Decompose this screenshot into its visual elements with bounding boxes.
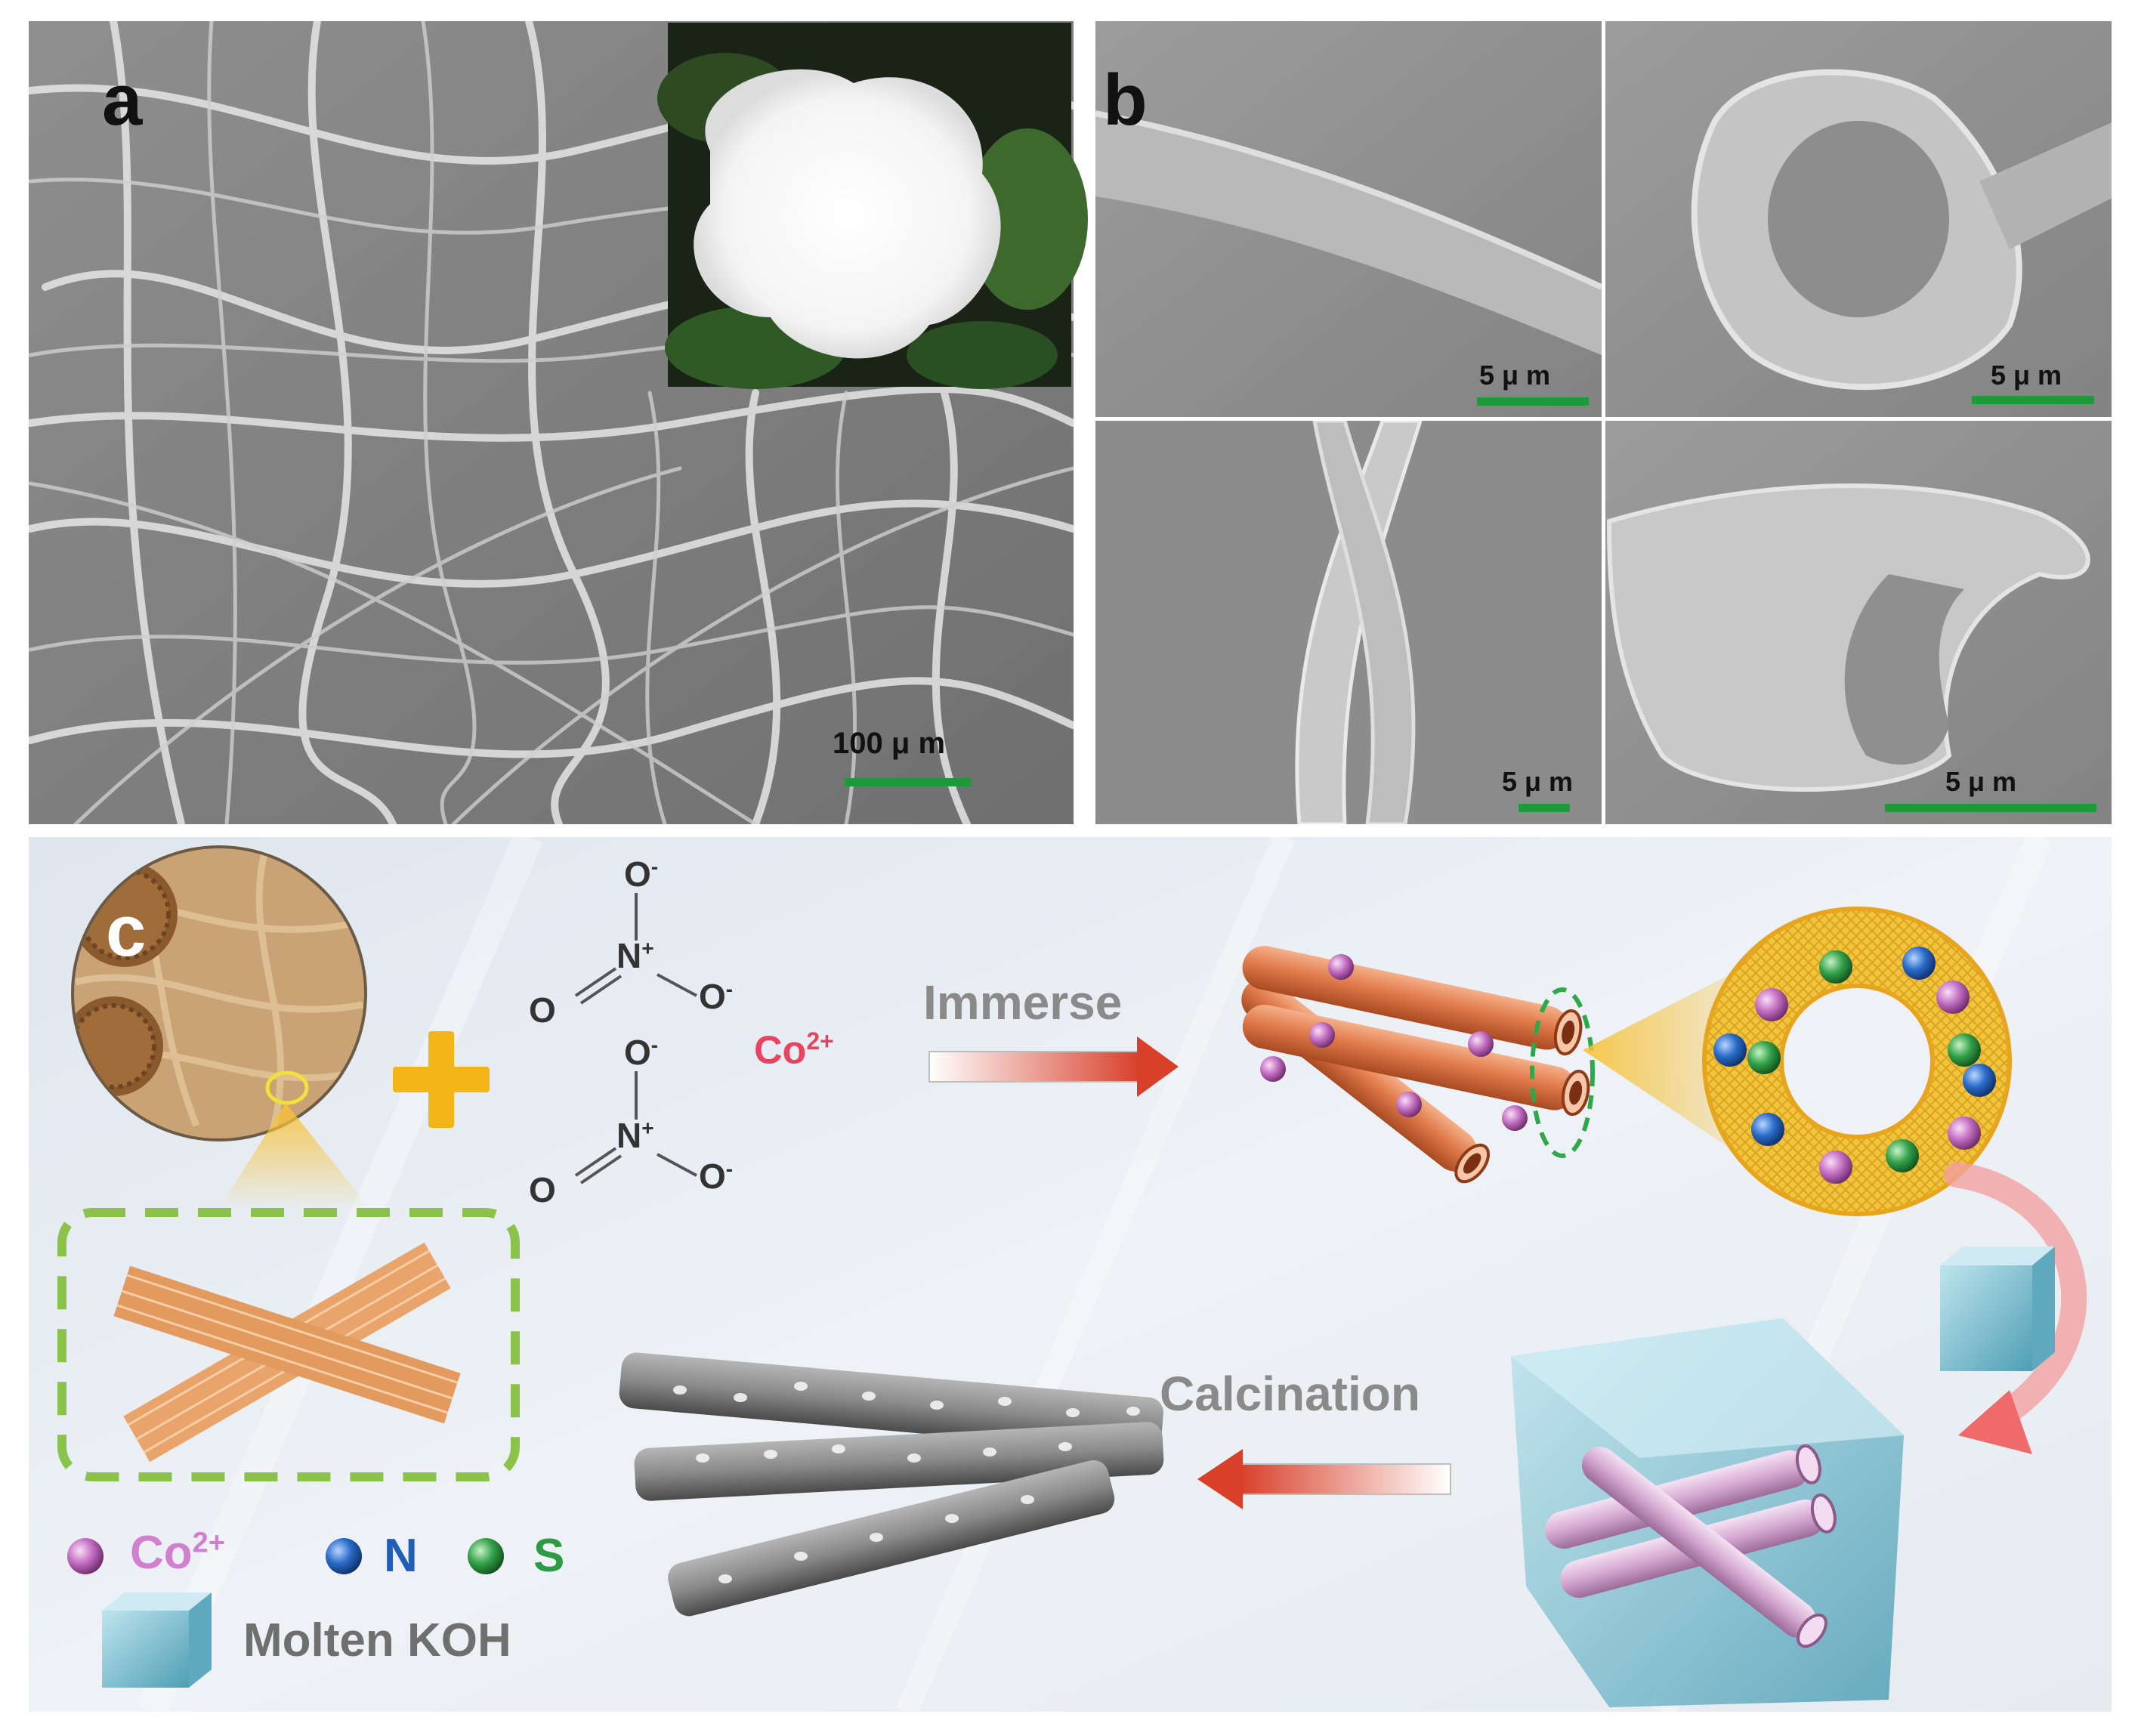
- nitrate1-o-top: O-: [624, 854, 659, 894]
- porous-carbon-tubes: [619, 1352, 1164, 1617]
- panel-label-b: b: [1103, 60, 1148, 141]
- scale-bar-b1: [1477, 397, 1589, 406]
- nitrate2-o-left: O: [529, 1170, 556, 1209]
- scale-bar-a: [845, 778, 972, 786]
- plus-sign-icon: [393, 1031, 490, 1128]
- legend-s-label: S: [533, 1530, 565, 1582]
- scale-bar-b2: [1972, 396, 2094, 404]
- panel-b-sem-image-1: [1095, 21, 1602, 417]
- immerse-label: Immerse: [923, 975, 1123, 1030]
- legend-co-label: Co2+: [130, 1527, 225, 1579]
- nitrate1-n: N+: [616, 936, 654, 975]
- koh-cube-small: [1940, 1246, 2055, 1371]
- panel-b-sem-image-3: [1095, 421, 1602, 824]
- legend-koh-cube-icon: [102, 1592, 212, 1688]
- scale-bar-b4: [1885, 804, 2096, 812]
- copper-tube-bundle: [1241, 946, 1590, 1184]
- panel-label-c: c: [106, 891, 147, 971]
- nitrate-structures: [574, 893, 697, 1185]
- legend-koh-label: Molten KOH: [243, 1614, 511, 1666]
- nitrate1-o-right: O-: [699, 977, 734, 1016]
- legend-n-ball-icon: [326, 1538, 362, 1574]
- cobalt-ion-label: Co2+: [754, 1027, 834, 1073]
- calcination-arrow-icon: [1197, 1449, 1451, 1509]
- doped-fiber-cross-section: [1702, 907, 2012, 1216]
- scale-label-b2: 5 μ m: [1991, 360, 2062, 391]
- panel-b-sem-image-2: [1605, 21, 2112, 417]
- scale-bar-b3: [1519, 804, 1570, 812]
- legend-n-label: N: [384, 1530, 418, 1582]
- legend-s-ball-icon: [468, 1538, 504, 1574]
- nitrate2-o-right: O-: [699, 1157, 734, 1196]
- legend-co-ball-icon: [67, 1538, 104, 1574]
- nitrate1-o-left: O: [529, 990, 556, 1030]
- cotton-fiber-box: [57, 1208, 520, 1481]
- panel-label-a: a: [102, 60, 143, 141]
- raw-cotton-dish-photo: [71, 845, 367, 1141]
- curved-arrow-icon: [1944, 1162, 2087, 1454]
- panel-b-sem-image-4: [1605, 421, 2112, 824]
- calcination-label: Calcination: [1160, 1367, 1420, 1421]
- nitrate2-n: N+: [616, 1116, 654, 1155]
- scale-label-b3: 5 μ m: [1502, 766, 1574, 797]
- koh-immersed-tubes: [1511, 1318, 1904, 1707]
- immerse-arrow-icon: [928, 1036, 1179, 1097]
- cross-section-highlight: [1530, 987, 1595, 1158]
- nitrate2-o-top: O-: [624, 1033, 659, 1072]
- scale-label-a: 100 μ m: [833, 727, 946, 760]
- zoom-beam-down: [219, 1103, 370, 1209]
- scale-label-b1: 5 μ m: [1479, 360, 1551, 391]
- scale-label-b4: 5 μ m: [1945, 766, 2017, 797]
- zoom-beam-right: [1583, 975, 1730, 1148]
- cotton-boll-photo-inset: [657, 23, 1088, 389]
